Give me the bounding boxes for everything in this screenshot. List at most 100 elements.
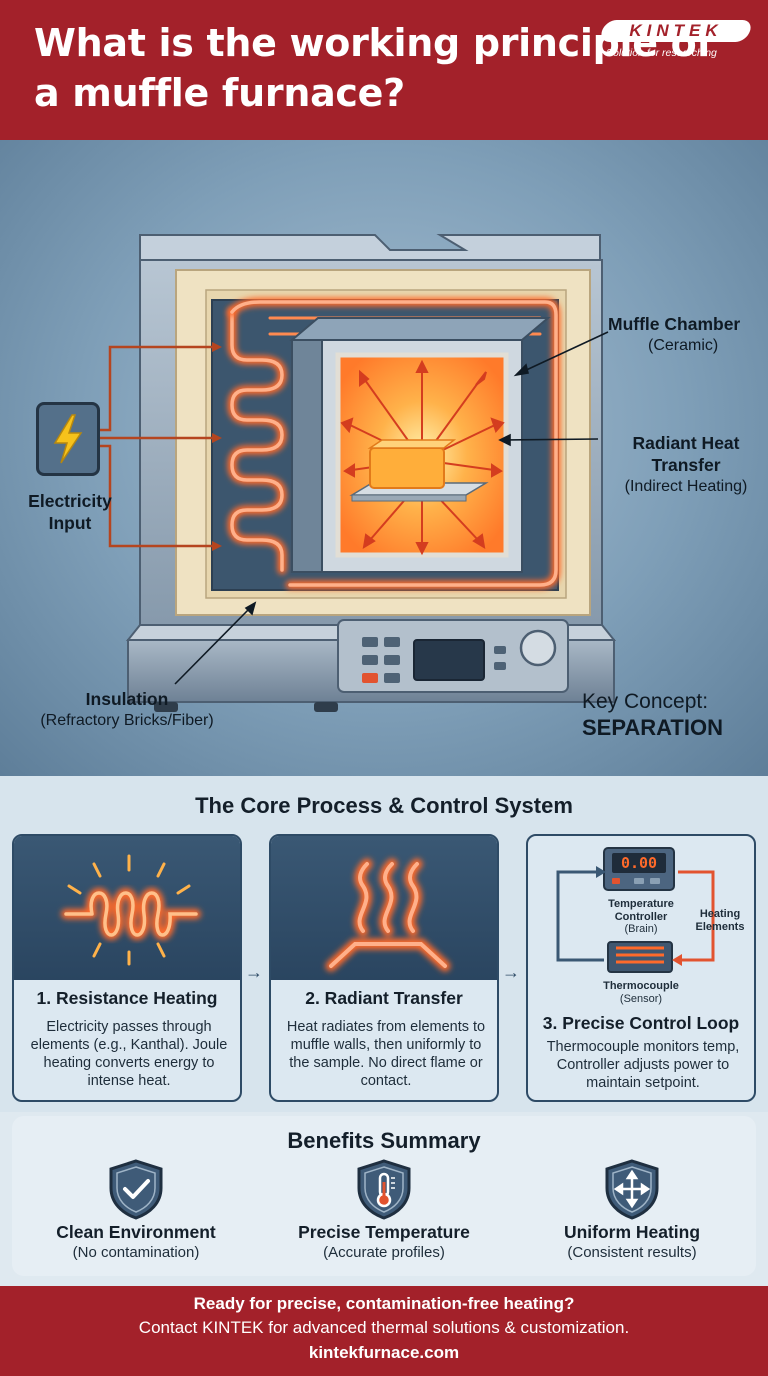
benefit-precise-temperature: Precise Temperature (Accurate profiles)	[260, 1116, 508, 1276]
header: What is the working principle of a muffl…	[0, 0, 768, 140]
insulation-title: Insulation	[85, 689, 169, 709]
radiant-line1: Radiant Heat	[632, 433, 740, 453]
footer-contact: Contact KINTEK for advanced thermal solu…	[138, 1318, 630, 1337]
card-radiant-transfer: 2. Radiant Transfer Heat radiates from e…	[269, 834, 499, 1102]
benefit-sub: (Consistent results)	[567, 1244, 697, 1261]
glow-rays	[67, 854, 191, 966]
radiant-sub: (Indirect Heating)	[624, 478, 748, 495]
card-title: 3. Precise Control Loop	[542, 1013, 740, 1033]
furnace-foot	[154, 702, 178, 712]
callout-lines	[174, 331, 609, 685]
furnace-foot	[314, 702, 338, 712]
process-section: The Core Process & Control System 1. Res…	[0, 776, 768, 1112]
process-title: The Core Process & Control System	[195, 793, 573, 818]
card-title: 1. Resistance Heating	[36, 988, 218, 1008]
footer-cta: Ready for precise, contamination-free he…	[0, 1286, 768, 1376]
lightning-icon	[36, 402, 100, 476]
loop-arrow-left	[556, 870, 604, 962]
key-concept-value: SEPARATION	[582, 715, 723, 740]
benefit-sub: (Accurate profiles)	[323, 1244, 445, 1261]
panel-button[interactable]	[384, 673, 400, 683]
coil-icon	[61, 854, 201, 966]
loop-elements-line1: Heating	[699, 908, 741, 920]
arrow-right-icon: →	[245, 962, 263, 982]
benefit-title: Clean Environment	[56, 1222, 216, 1242]
key-concept-label: Key Concept:	[582, 690, 709, 713]
card-control-loop: 0.00 Temperature Controller (Brain) Heat…	[526, 834, 756, 1102]
muffle-top	[289, 317, 551, 341]
benefits-section: Benefits Summary Clean Environment (No c…	[12, 1116, 756, 1276]
furnace-illustration	[100, 234, 617, 712]
card-title: 2. Radiant Transfer	[305, 988, 463, 1008]
electricity-line1: Electricity	[28, 491, 112, 511]
furnace-diagram: Muffle Chamber (Ceramic) Radiant Heat Tr…	[0, 140, 768, 776]
footer-headline: Ready for precise, contamination-free he…	[193, 1294, 575, 1313]
muffle-chamber-label: Muffle Chamber (Ceramic)	[608, 313, 740, 357]
loop-controller-line1: Temperature	[608, 898, 674, 910]
heating-element-perimeter	[230, 300, 558, 587]
benefit-clean-environment: Clean Environment (No contamination)	[12, 1116, 260, 1276]
muffle-chamber-sub: (Ceramic)	[648, 337, 719, 354]
loop-controller-line2: Controller	[614, 910, 668, 923]
panel-button[interactable]	[362, 637, 378, 647]
heating-element-left	[230, 310, 284, 572]
control-knob[interactable]	[519, 629, 557, 667]
loop-sensor-line2: (Sensor)	[619, 992, 663, 1005]
electricity-wires	[100, 345, 212, 548]
brand-name: KINTEK	[629, 21, 723, 40]
controller-key	[634, 878, 644, 884]
brand-badge: KINTEK	[598, 20, 754, 42]
electricity-line2: Input	[48, 513, 92, 533]
controller-led	[612, 878, 620, 884]
controller-screen	[612, 853, 666, 873]
benefit-uniform-heating: Uniform Heating (Consistent results)	[508, 1116, 756, 1276]
panel-button[interactable]	[384, 637, 400, 647]
loop-sensor-label: Thermocouple (Sensor)	[586, 980, 696, 1005]
shield-check-icon	[109, 1159, 163, 1220]
radiant-heat-label: Radiant Heat Transfer (Indirect Heating)	[604, 432, 768, 498]
arrow-right-icon: →	[502, 962, 520, 982]
key-concept: Key Concept: SEPARATION	[582, 689, 723, 741]
loop-display-value: 0.00	[620, 854, 658, 872]
shield-arrows-icon	[605, 1159, 659, 1220]
panel-button[interactable]	[494, 646, 506, 654]
controller-display	[413, 639, 485, 681]
power-button[interactable]	[362, 673, 378, 683]
footer-website-link[interactable]: kintekfurnace.com	[308, 1343, 460, 1362]
loop-controller-line3: (Brain)	[624, 923, 658, 935]
panel-button[interactable]	[362, 655, 378, 665]
insulation-label: Insulation (Refractory Bricks/Fiber)	[24, 688, 230, 732]
insulation-sub: (Refractory Bricks/Fiber)	[40, 712, 214, 729]
electricity-label: Electricity Input	[18, 490, 122, 534]
benefit-title: Precise Temperature	[298, 1222, 470, 1242]
control-loop-diagram	[556, 847, 715, 973]
loop-elements-label: Heating Elements	[688, 908, 752, 933]
panel-button[interactable]	[494, 662, 506, 670]
loop-sensor-line1: Thermocouple	[603, 980, 679, 992]
card-illustration	[271, 836, 497, 980]
sample-shelf-edge	[351, 494, 467, 502]
sample-block	[369, 447, 445, 489]
lightning-bolt	[53, 414, 83, 464]
page-title: What is the working principle of a muffl…	[34, 21, 713, 115]
brand-logo[interactable]: KINTEK Solution for researching	[598, 20, 754, 66]
controller-key	[650, 878, 660, 884]
benefit-title: Uniform Heating	[563, 1222, 701, 1242]
benefit-sub: (No contamination)	[72, 1244, 200, 1261]
brand-tagline: Solution for researching	[606, 47, 717, 59]
muffle-chamber-title: Muffle Chamber	[608, 314, 741, 334]
card-illustration	[14, 836, 240, 980]
muffle-side	[291, 339, 323, 573]
loop-controller-label: Temperature Controller (Brain)	[586, 898, 696, 936]
benefits-title: Benefits Summary	[287, 1128, 481, 1153]
card-text: Thermocouple monitors temp, Controller a…	[546, 1039, 740, 1091]
card-resistance-heating: 1. Resistance Heating Electricity passes…	[12, 834, 242, 1102]
loop-elements-line2: Elements	[695, 920, 745, 933]
loop-arrow-right	[678, 870, 715, 962]
panel-button[interactable]	[384, 655, 400, 665]
element-lines	[616, 946, 664, 964]
card-text: Heat radiates from elements to muffle wa…	[286, 1019, 486, 1089]
sample-top	[367, 439, 457, 449]
card-text: Electricity passes through elements (e.g…	[30, 1019, 228, 1089]
shield-thermometer-icon	[357, 1159, 411, 1220]
